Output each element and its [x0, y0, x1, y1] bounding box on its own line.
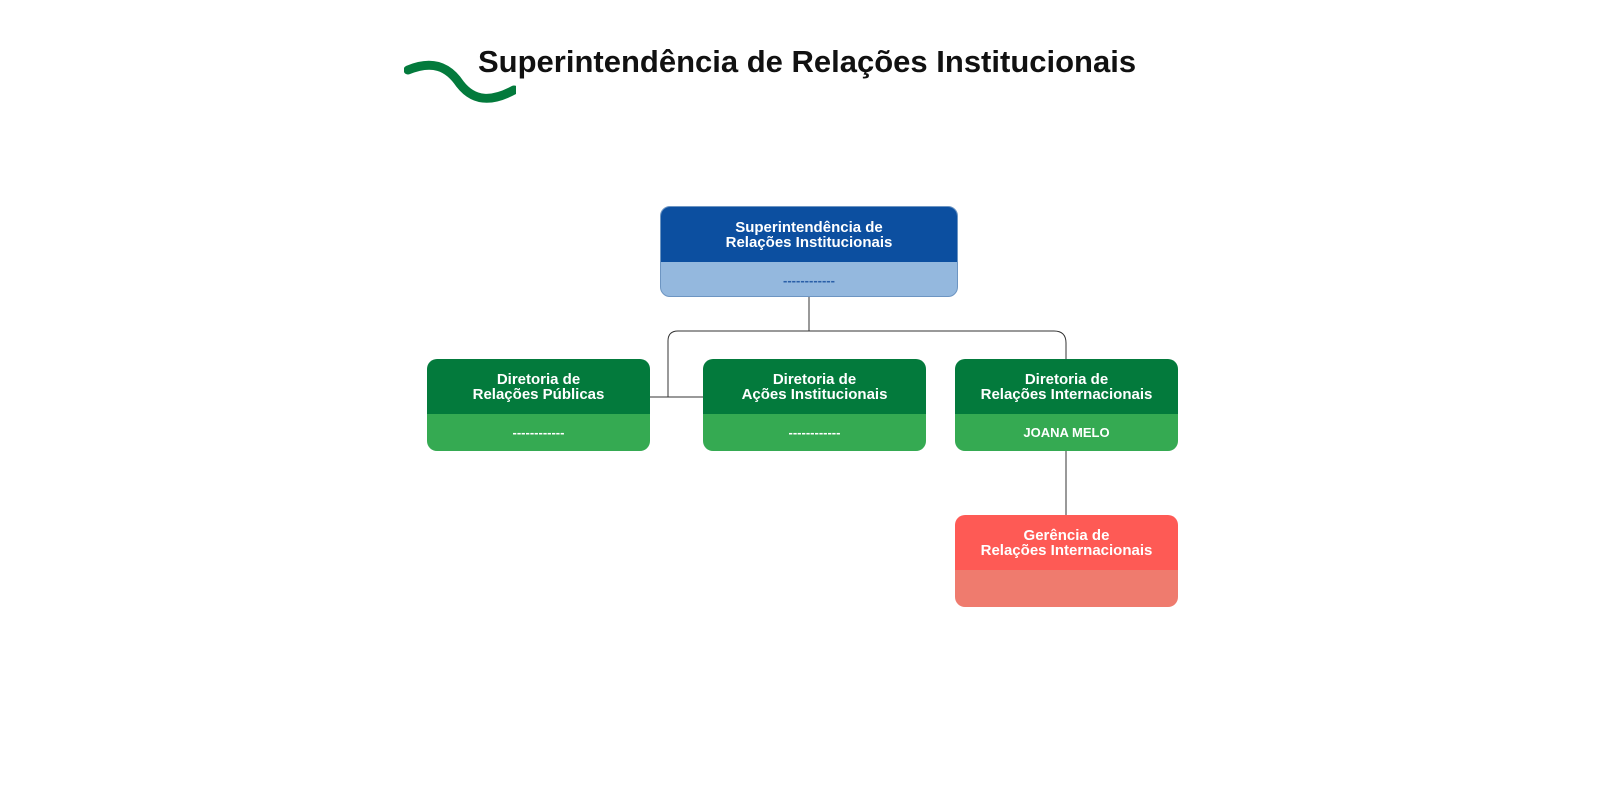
node-diretoria-relacoes-internacionais-title-line1: Diretoria de — [1024, 370, 1109, 388]
node-diretoria-acoes-institucionais-holder: ------------ — [703, 414, 926, 451]
node-superintendencia-header: Superintendência de Relações Institucion… — [661, 207, 957, 262]
node-superintendencia-holder: ------------ — [783, 273, 835, 288]
node-gerencia-relacoes-internacionais-title-line2: Relações Internacionais — [980, 541, 1153, 559]
node-diretoria-acoes-institucionais[interactable]: Diretoria de Ações Institucionais ------… — [703, 359, 926, 451]
node-superintendencia-title-line1: Superintendência de — [735, 218, 883, 236]
page-title: Superintendência de Relações Institucion… — [478, 44, 1137, 79]
node-gerencia-relacoes-internacionais-header: Gerência de Relações Internacionais — [955, 515, 1178, 570]
node-diretoria-relacoes-publicas[interactable]: Diretoria de Relações Públicas ---------… — [427, 359, 650, 451]
node-diretoria-relacoes-internacionais[interactable]: Diretoria de Relações Internacionais JOA… — [955, 359, 1178, 451]
node-diretoria-relacoes-publicas-header: Diretoria de Relações Públicas — [427, 359, 650, 414]
node-diretoria-relacoes-internacionais-header: Diretoria de Relações Internacionais — [955, 359, 1178, 414]
node-gerencia-relacoes-internacionais-holder — [955, 570, 1178, 607]
node-diretoria-acoes-institucionais-title-line2: Ações Institucionais — [741, 385, 888, 403]
node-superintendencia-title-line2: Relações Institucionais — [725, 233, 893, 251]
connector-horizontal-bar — [678, 330, 1067, 359]
node-gerencia-relacoes-internacionais-title-line1: Gerência de — [1023, 526, 1110, 544]
node-diretoria-relacoes-publicas-holder: ------------ — [427, 414, 650, 451]
connector-bar-left-drop — [667, 330, 679, 397]
node-diretoria-acoes-institucionais-title-line1: Diretoria de — [772, 370, 857, 388]
node-diretoria-relacoes-internacionais-holder: JOANA MELO — [955, 414, 1178, 451]
logo-swoosh-icon — [404, 60, 516, 103]
node-diretoria-relacoes-publicas-title-line2: Relações Públicas — [472, 385, 605, 403]
node-diretoria-relacoes-publicas-title-line1: Diretoria de — [496, 370, 581, 388]
node-diretoria-acoes-institucionais-header: Diretoria de Ações Institucionais — [703, 359, 926, 414]
node-superintendencia[interactable]: Superintendência de Relações Institucion… — [660, 206, 958, 297]
node-gerencia-relacoes-internacionais[interactable]: Gerência de Relações Internacionais — [955, 515, 1178, 607]
node-diretoria-relacoes-internacionais-title-line2: Relações Internacionais — [980, 385, 1153, 403]
